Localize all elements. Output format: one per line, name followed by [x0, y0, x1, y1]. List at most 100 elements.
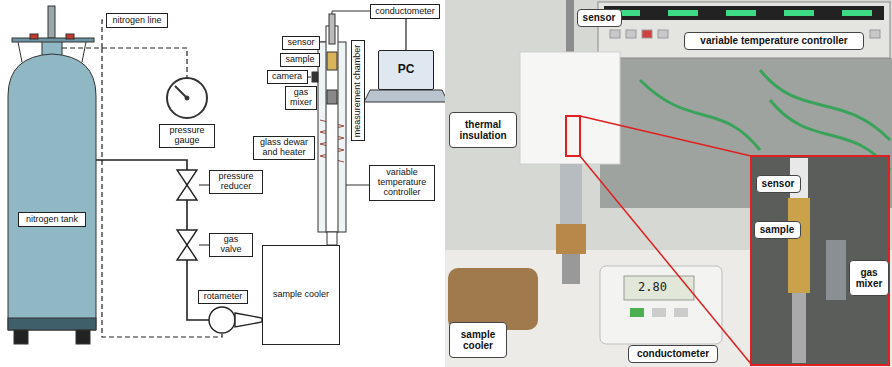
node-text: thermal insulation [454, 119, 512, 142]
sensor-holder [566, 0, 574, 56]
callout-label: camera [267, 70, 308, 84]
node-text: glass dewar and heater [257, 138, 311, 158]
stand-tube [560, 164, 582, 224]
valve-symbol [177, 170, 197, 260]
chamber-label: measurement chamber [351, 40, 365, 141]
inset-gas-mixer [826, 240, 846, 300]
leader-line [199, 245, 209, 246]
photo-callout: gas mixer [849, 260, 889, 296]
device-box: conductometer [370, 4, 440, 19]
photo-callout: sensor [577, 9, 622, 27]
inset-photo [751, 156, 889, 365]
node-text: variable temperature controller [700, 35, 847, 47]
display-reading: 2.80 [638, 280, 667, 294]
zoom-line [580, 116, 751, 156]
cooler-box: sample cooler [262, 245, 340, 345]
photo-callout: variable temperature controller [684, 32, 864, 50]
callout-label: gas mixer [285, 86, 317, 110]
sensor-rod [329, 14, 335, 44]
zoom-line [580, 156, 751, 364]
node-text: PC [398, 63, 415, 76]
button [610, 30, 620, 38]
callout-label: gas valve [209, 233, 253, 257]
cooler-photo [448, 268, 538, 330]
camera-symbol [312, 72, 318, 82]
tank-gauge-stick [48, 6, 55, 38]
device-button [652, 308, 666, 317]
tank-base-band [8, 318, 96, 330]
valve-triangle [177, 230, 197, 245]
sensor-wire [332, 11, 370, 14]
callout-label: rotameter [198, 290, 248, 304]
computer-screen: PC [378, 50, 434, 90]
heater-wire [346, 185, 370, 186]
controller-panel [598, 2, 890, 58]
node-text: variable temperature controller [373, 168, 431, 198]
callout-label: glass dewar and heater [253, 136, 315, 160]
photo-callout: sample [754, 221, 801, 239]
node-text: camera [272, 72, 302, 82]
photo-callout: conductometer [628, 345, 718, 363]
leader-lines [199, 42, 326, 245]
inset-tube [792, 293, 806, 363]
valve-triangle [177, 170, 197, 185]
dashed-line [62, 48, 187, 78]
tank-foot [14, 330, 28, 344]
node-text: sensor [583, 12, 616, 24]
measurement-chamber-drawing [312, 11, 370, 245]
node-text: sensor [762, 178, 795, 190]
leader-line [199, 185, 209, 186]
callout-label: sensor [282, 36, 320, 50]
valve-triangle [177, 245, 197, 260]
node-text: gas mixer [854, 267, 884, 290]
node-text: measurement chamber [353, 44, 363, 137]
valve-triangle [177, 185, 197, 200]
digit-block [726, 10, 756, 16]
inner-tube [326, 26, 338, 232]
callout-label: nitrogen line [106, 13, 168, 28]
controller-box: variable temperature controller [369, 165, 435, 201]
photo-wall [445, 0, 892, 367]
node-text: gas mixer [289, 88, 313, 108]
node-text: pressure gauge [163, 126, 211, 146]
tank-label: nitrogen tank [18, 212, 86, 227]
button [626, 30, 636, 38]
gauge-dial [167, 78, 207, 118]
node-text: conductometer [637, 348, 709, 360]
inset-sample [788, 198, 810, 293]
digit-block [668, 10, 698, 16]
digit-block [784, 10, 814, 16]
conductometer-device [600, 266, 722, 344]
gas-mixer-symbol [327, 90, 337, 104]
device-button [674, 308, 688, 317]
node-text: sample [760, 224, 794, 236]
callout-label: pressure gauge [159, 124, 215, 148]
gauge-needle [175, 86, 187, 98]
tank-knob [30, 34, 38, 39]
apparatus-photo [445, 0, 892, 367]
connecting-tube [327, 232, 337, 245]
tank-foot [76, 330, 90, 344]
node-text: sample cooler [273, 290, 329, 300]
node-text: sample [285, 55, 314, 65]
tank-body [8, 54, 96, 330]
gas-pipe [96, 160, 209, 320]
guard-ring [12, 38, 94, 42]
sample-fill [327, 52, 337, 70]
callout-label: pressure reducer [209, 170, 263, 194]
node-text: nitrogen tank [26, 215, 78, 225]
button [658, 30, 668, 38]
rotameter-cone [235, 313, 262, 327]
device-display [624, 276, 694, 300]
stand-tube [562, 254, 580, 284]
node-text: conductometer [375, 7, 435, 17]
gauge-pivot [185, 96, 189, 100]
photo-callout: sample cooler [449, 322, 507, 358]
device-button [630, 308, 644, 317]
button [642, 30, 652, 38]
insulation-block [520, 52, 620, 164]
controller-display [604, 6, 884, 20]
zoom-marker [566, 116, 580, 156]
rotameter-symbol [209, 307, 262, 333]
